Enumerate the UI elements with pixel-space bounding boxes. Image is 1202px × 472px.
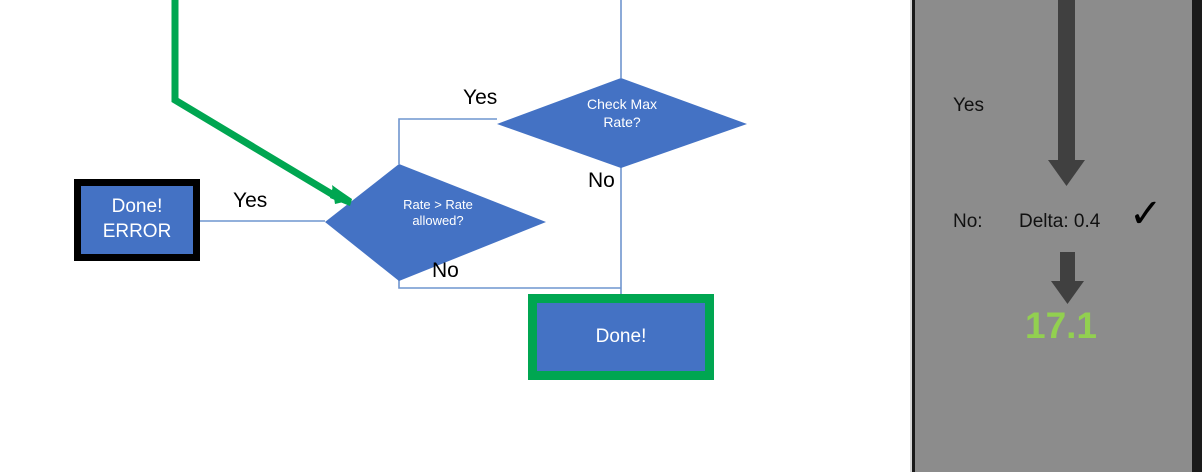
arrow-down-long-icon — [1048, 0, 1085, 186]
panel-result-value: 17.1 — [1025, 305, 1098, 346]
flowchart-graphics — [171, 0, 747, 296]
edge-label-no-rate-check: No — [432, 259, 459, 282]
node-done-error[interactable]: Done! ERROR — [74, 179, 200, 261]
connector-rate-no — [398, 280, 621, 289]
status-panel: Yes No: Delta: 0.4 ✓ 17.1 — [912, 0, 1202, 472]
panel-delta-value: Delta: 0.4 — [1019, 211, 1101, 232]
flowchart-panel: Done! ERROR Done! Rate > Rate allowed? C… — [74, 0, 912, 472]
edge-label-no-max-rate: No — [588, 169, 615, 192]
checkmark-icon: ✓ — [1129, 191, 1163, 237]
edge-label-yes-max-rate: Yes — [463, 86, 498, 109]
panel-no-label: No: — [953, 211, 983, 232]
panel-graphics — [1048, 0, 1085, 304]
arrow-down-short-icon — [1051, 252, 1084, 304]
connector-max-rate-yes — [398, 118, 497, 164]
decision-check-max-rate[interactable] — [497, 78, 747, 168]
node-done[interactable]: Done! — [528, 294, 714, 380]
edge-label-yes-error: Yes — [233, 189, 268, 212]
highlight-path-green — [171, 0, 352, 206]
panel-yes-label: Yes — [953, 95, 984, 116]
decision-rate-greater-than-allowed[interactable] — [325, 164, 546, 281]
